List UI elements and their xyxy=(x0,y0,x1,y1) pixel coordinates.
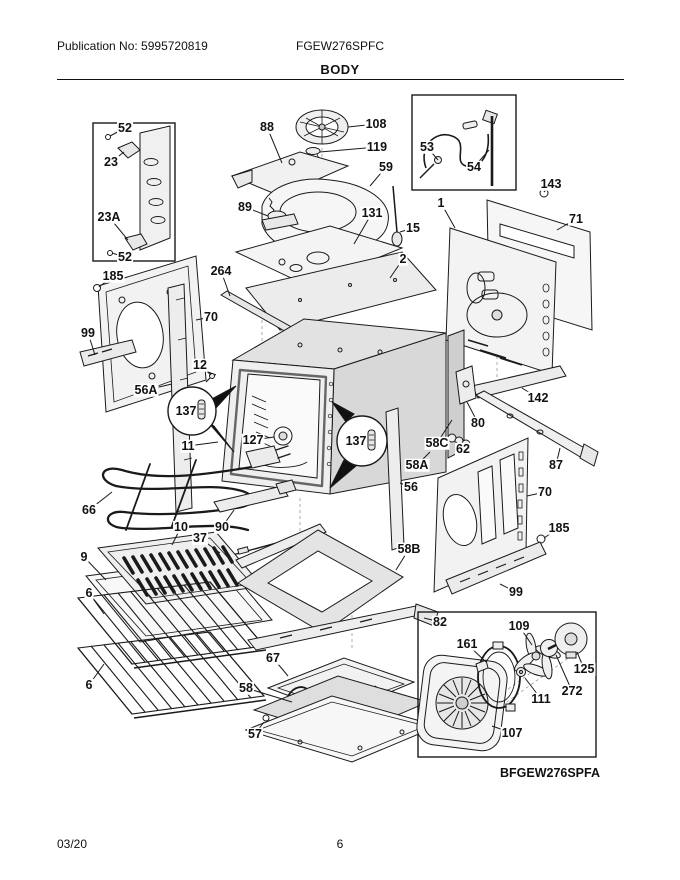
upper-front-rail-drawing xyxy=(235,523,327,569)
part-label-9: 9 xyxy=(79,549,89,564)
part-label-12: 12 xyxy=(192,357,208,372)
part-label-87: 87 xyxy=(548,457,564,472)
part-label-99: 99 xyxy=(80,325,96,340)
part-label-125: 125 xyxy=(572,661,596,676)
part-label-109: 109 xyxy=(507,618,531,633)
back-panel-drawing xyxy=(445,227,557,375)
part-label-70: 70 xyxy=(203,309,219,324)
part-label-70: 70 xyxy=(537,484,553,499)
part-label-90: 90 xyxy=(214,519,230,534)
part-label-107: 107 xyxy=(500,725,524,740)
part-label-62: 62 xyxy=(455,441,471,456)
part-label-88: 88 xyxy=(259,119,275,134)
part-label-127: 127 xyxy=(241,432,265,447)
footer-page-number: 6 xyxy=(336,837,344,851)
publication-number: Publication No: 5995720819 xyxy=(57,39,208,53)
oven-sensor-drawing xyxy=(391,185,403,247)
part-label-54: 54 xyxy=(466,159,482,174)
part-label-56A: 56A xyxy=(133,382,159,397)
model-number: FGEW276SPFC xyxy=(295,39,385,53)
part-label-66: 66 xyxy=(81,502,97,517)
part-label-80: 80 xyxy=(470,415,486,430)
support-rail-drawing xyxy=(213,479,297,513)
part-label-11: 11 xyxy=(180,438,196,453)
part-label-142: 142 xyxy=(526,390,550,405)
part-label-89: 89 xyxy=(237,199,253,214)
part-label-2: 2 xyxy=(398,251,408,266)
bottom-rail-82-drawing xyxy=(247,603,439,651)
part-label-23: 23 xyxy=(103,154,119,169)
part-label-67: 67 xyxy=(265,650,281,665)
part-label-52: 52 xyxy=(117,120,133,135)
part-label-10: 10 xyxy=(173,519,189,534)
part-label-53: 53 xyxy=(419,139,435,154)
blower-wheel-drawing xyxy=(295,109,349,160)
part-label-185: 185 xyxy=(547,520,571,535)
bottom-frame-drawing xyxy=(237,529,404,634)
part-label-71: 71 xyxy=(568,211,584,226)
part-label-264: 264 xyxy=(209,263,233,278)
part-label-59: 59 xyxy=(378,159,394,174)
part-label-58: 58 xyxy=(238,680,254,695)
part-label-15: 15 xyxy=(405,220,421,235)
part-label-82: 82 xyxy=(432,614,448,629)
part-label-58B: 58B xyxy=(396,541,422,556)
part-label-58C: 58C xyxy=(424,435,450,450)
page-title: BODY xyxy=(320,62,360,77)
footer-date: 03/20 xyxy=(57,837,88,851)
right-side-panel-drawing xyxy=(433,437,529,593)
screw-detail-left xyxy=(167,385,237,453)
part-label-58A: 58A xyxy=(404,457,430,472)
variant-code: BFGEW276SPFA xyxy=(499,766,600,780)
latch-inset-box xyxy=(92,122,176,262)
fan-inset-box xyxy=(416,611,597,758)
part-label-37: 37 xyxy=(192,530,208,545)
part-label-143: 143 xyxy=(539,176,563,191)
part-label-56: 56 xyxy=(403,479,419,494)
part-label-137: 137 xyxy=(345,433,367,448)
left-rail-drawing xyxy=(79,339,137,367)
part-label-185: 185 xyxy=(101,268,125,283)
part-label-6: 6 xyxy=(84,677,94,692)
part-label-119: 119 xyxy=(365,139,389,154)
part-label-6: 6 xyxy=(84,585,94,600)
part-label-52: 52 xyxy=(117,249,133,264)
part-label-111: 111 xyxy=(530,691,552,706)
part-label-137: 137 xyxy=(175,403,197,418)
part-label-57: 57 xyxy=(247,726,263,741)
part-label-23A: 23A xyxy=(96,209,122,224)
part-label-1: 1 xyxy=(436,195,446,210)
header-rule xyxy=(57,79,624,80)
part-label-131: 131 xyxy=(360,205,384,220)
right-rail-drawing xyxy=(445,541,547,595)
fan-ring-drawing xyxy=(475,641,521,712)
part-label-108: 108 xyxy=(364,116,388,131)
part-label-161: 161 xyxy=(455,636,479,651)
part-label-99: 99 xyxy=(508,584,524,599)
part-label-272: 272 xyxy=(560,683,584,698)
